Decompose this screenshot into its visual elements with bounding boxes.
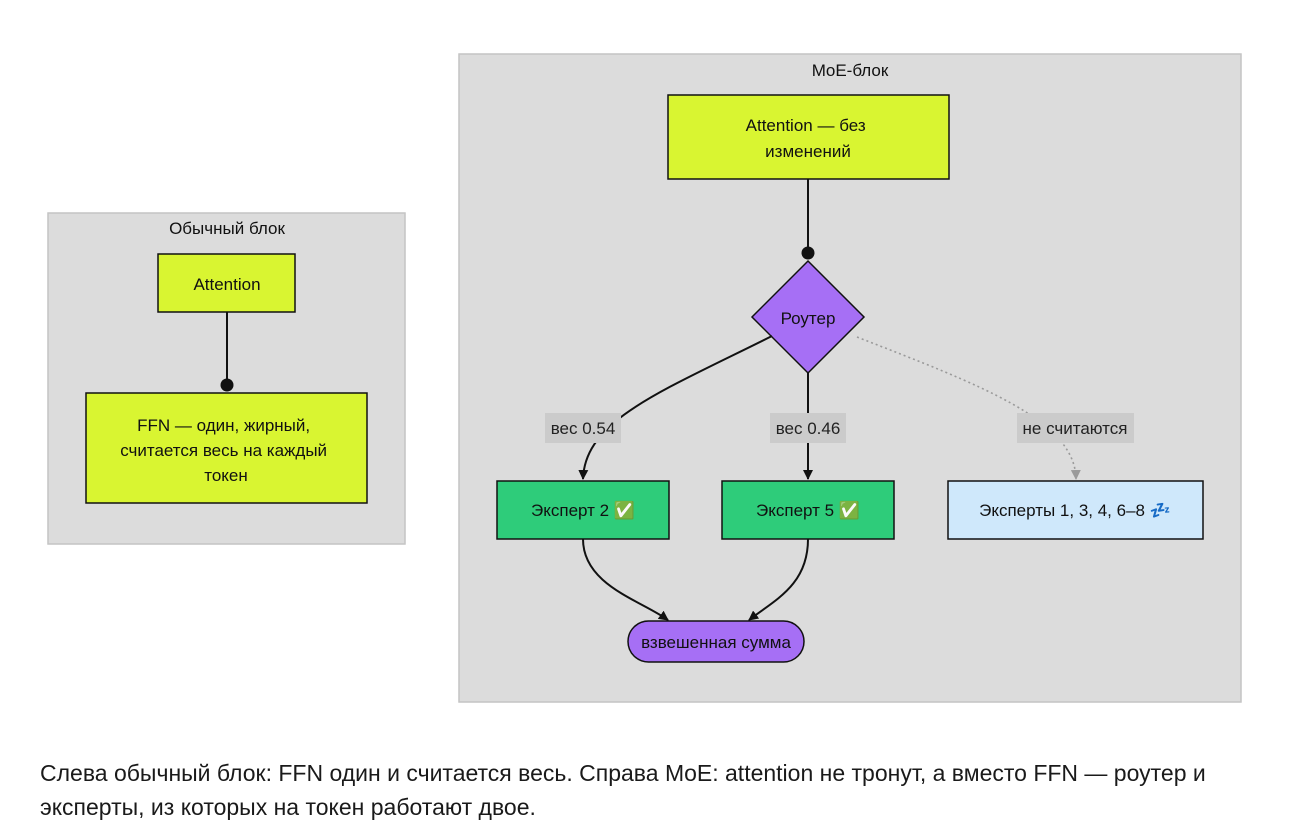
moe-block-title: MoE-блок xyxy=(812,61,889,80)
attention-node-right-line-2: изменений xyxy=(765,142,851,161)
figure-caption: Слева обычный блок: FFN один и считается… xyxy=(40,760,1206,820)
edge-label-weight-a: вес 0.54 xyxy=(551,419,616,438)
edge-label-inactive: не считаются xyxy=(1023,419,1128,438)
ffn-node-line-2: считается весь на каждый xyxy=(120,441,327,460)
ffn-node-line-3: токен xyxy=(204,466,248,485)
attention-node-right-line-1: Attention — без xyxy=(746,116,866,135)
expert-5-node-label: Эксперт 5 ✅ xyxy=(756,500,860,520)
edge-label-weight-a-bg xyxy=(545,413,621,443)
edge-router-to-expert-2 xyxy=(578,335,773,480)
ffn-node-label: FFN — один, жирный, считается весь на ка… xyxy=(120,416,332,485)
edge-attention-to-router-dot xyxy=(801,246,815,260)
attention-node-left-label: Attention xyxy=(193,275,260,294)
edge-label-weight-b: вес 0.46 xyxy=(776,419,841,438)
idle-experts-node xyxy=(947,480,1204,540)
expert-2-node xyxy=(496,480,670,540)
attention-node-right xyxy=(667,94,950,180)
weighted-sum-node-label: взвешенная сумма xyxy=(641,633,791,652)
idle-experts-node-label: Эксперты 1, 3, 4, 6–8 💤 xyxy=(979,501,1171,520)
expert-2-node-label: Эксперт 2 ✅ xyxy=(531,500,635,520)
diagram-canvas: Обычный блок Attention FFN — один, жирны… xyxy=(47,53,1242,703)
regular-block-group: Обычный блок Attention FFN — один, жирны… xyxy=(47,212,406,545)
edge-label-weight-b-bg xyxy=(770,413,846,443)
router-node-label: Роутер xyxy=(781,309,836,328)
edge-expert-5-to-sum xyxy=(748,538,809,621)
ffn-node xyxy=(85,392,368,504)
edge-label-inactive-bg xyxy=(1017,413,1134,443)
edge-attention-to-ffn-dot xyxy=(220,378,234,392)
ffn-node-line-1: FFN — один, жирный, xyxy=(137,416,310,435)
attention-node-left xyxy=(157,253,296,313)
weighted-sum-node xyxy=(627,620,805,663)
expert-5-node xyxy=(721,480,895,540)
attention-node-right-label: Attention — без изменений xyxy=(746,116,871,161)
edge-expert-2-to-sum xyxy=(582,538,669,621)
regular-block-title: Обычный блок xyxy=(169,219,285,238)
moe-block-group: MoE-блок Attention — без изменений Роуте… xyxy=(458,53,1242,703)
